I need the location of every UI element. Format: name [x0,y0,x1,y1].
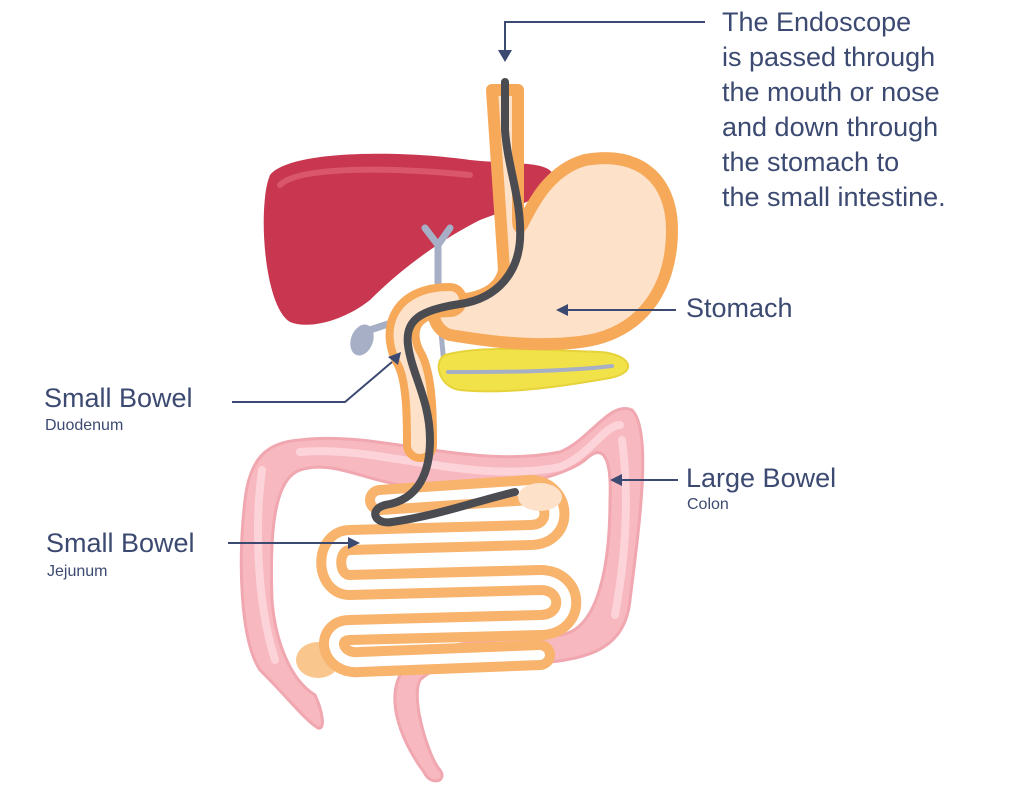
colon-sublabel: Colon [687,496,729,513]
duodenum-label: Small Bowel [44,383,193,413]
callout-line-2: is passed through [722,42,936,72]
jejunum-sublabel: Jejunum [47,563,108,580]
callout-line-6: the small intestine. [722,182,946,212]
leader-lines [228,21,705,549]
liver [263,153,555,325]
duodenum-leader [232,361,393,403]
endoscope [371,78,525,527]
colon-arrowhead [610,474,622,486]
duodenum-arrowhead [388,352,401,365]
endoscope-arrowhead [498,50,512,62]
endoscope-callout: The Endoscope is passed through the mout… [722,5,946,215]
stomach-label: Stomach [686,293,793,323]
colon-label: Large Bowel [686,463,837,493]
callout-line-4: and down through [722,112,939,142]
callout-line-1: The Endoscope [722,7,912,37]
stomach-arrowhead [556,304,568,316]
callout-line-3: the mouth or nose [722,77,940,107]
jejunum-label: Small Bowel [46,528,195,558]
callout-line-5: the stomach to [722,147,900,177]
endoscope-leader [504,21,705,50]
small-bowel-jejunum [316,475,582,678]
jejunum-arrowhead [348,537,360,549]
pancreas [437,347,630,393]
duodenum-sublabel: Duodenum [45,417,124,434]
